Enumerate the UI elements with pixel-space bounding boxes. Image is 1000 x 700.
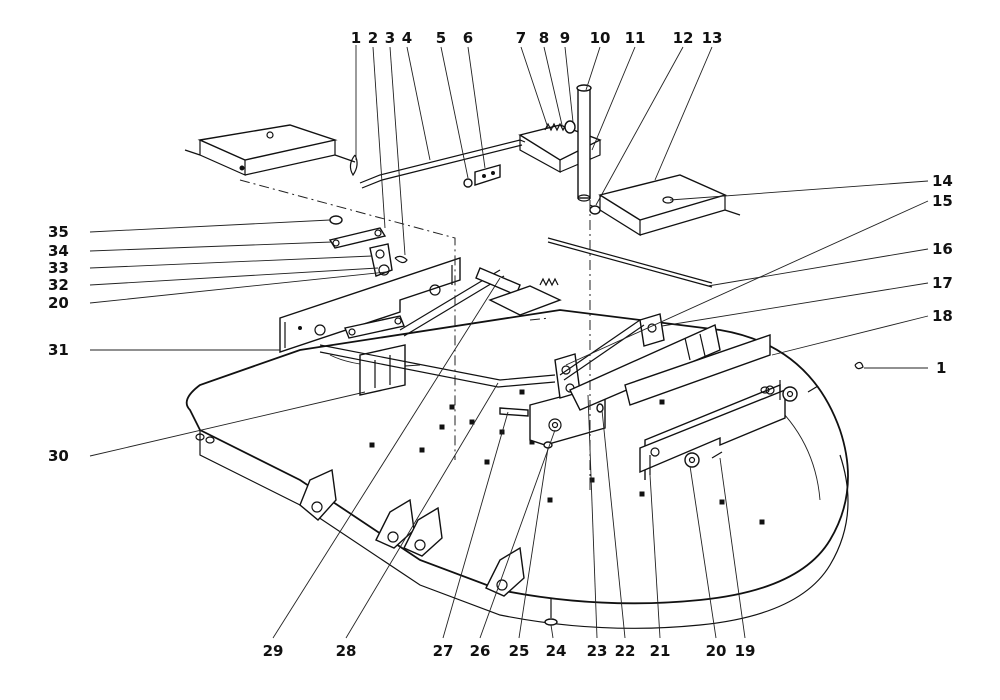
callout-11: 11 bbox=[625, 29, 646, 47]
callout-25: 25 bbox=[509, 642, 530, 660]
callout-8: 8 bbox=[539, 29, 549, 47]
callout-27: 27 bbox=[433, 642, 454, 660]
callout-4: 4 bbox=[402, 29, 412, 47]
callout-2: 2 bbox=[368, 29, 378, 47]
callout-13: 13 bbox=[702, 29, 723, 47]
callout-22: 22 bbox=[615, 642, 636, 660]
deck-brackets bbox=[299, 468, 525, 597]
callout-28: 28 bbox=[336, 642, 357, 660]
callout-16: 16 bbox=[932, 240, 953, 258]
callout-20-left: 20 bbox=[48, 294, 69, 312]
right-side-plate bbox=[639, 361, 864, 480]
callout-34: 34 bbox=[48, 242, 69, 260]
callout-5: 5 bbox=[436, 29, 446, 47]
callout-labels: 1 2 3 4 5 6 7 8 9 10 11 12 13 14 15 16 1… bbox=[48, 29, 953, 660]
callout-15: 15 bbox=[932, 192, 953, 210]
callout-19: 19 bbox=[735, 642, 756, 660]
callout-33: 33 bbox=[48, 259, 69, 277]
callout-1-top: 1 bbox=[351, 29, 361, 47]
callout-23: 23 bbox=[587, 642, 608, 660]
left-side-plate bbox=[279, 257, 461, 353]
callout-35: 35 bbox=[48, 223, 69, 241]
rear-rod bbox=[547, 237, 713, 288]
callout-10: 10 bbox=[590, 29, 611, 47]
callout-7: 7 bbox=[516, 29, 526, 47]
bolt-24 bbox=[544, 598, 558, 626]
callout-32: 32 bbox=[48, 276, 69, 294]
callout-14: 14 bbox=[932, 172, 953, 190]
callout-31: 31 bbox=[48, 341, 69, 359]
callout-24: 24 bbox=[546, 642, 567, 660]
leader-lines bbox=[89, 45, 929, 639]
callout-9: 9 bbox=[560, 29, 570, 47]
callout-20-bottom: 20 bbox=[706, 642, 727, 660]
callout-6: 6 bbox=[463, 29, 473, 47]
callout-21: 21 bbox=[650, 642, 671, 660]
lift-lever-assembly bbox=[349, 84, 602, 215]
right-mounting-plate bbox=[589, 174, 741, 237]
callout-30: 30 bbox=[48, 447, 69, 465]
lever-17 bbox=[559, 313, 665, 381]
left-bracket bbox=[359, 344, 406, 396]
callout-3-top: 3 bbox=[385, 29, 395, 47]
callout-26: 26 bbox=[470, 642, 491, 660]
callout-18: 18 bbox=[932, 307, 953, 325]
callout-29: 29 bbox=[263, 642, 284, 660]
right-channel-bracket bbox=[569, 324, 771, 411]
callout-12: 12 bbox=[673, 29, 694, 47]
callout-1-right: 1 bbox=[936, 359, 946, 377]
callout-17: 17 bbox=[932, 274, 953, 292]
lift-links bbox=[328, 215, 408, 277]
left-mounting-plate bbox=[184, 124, 356, 176]
